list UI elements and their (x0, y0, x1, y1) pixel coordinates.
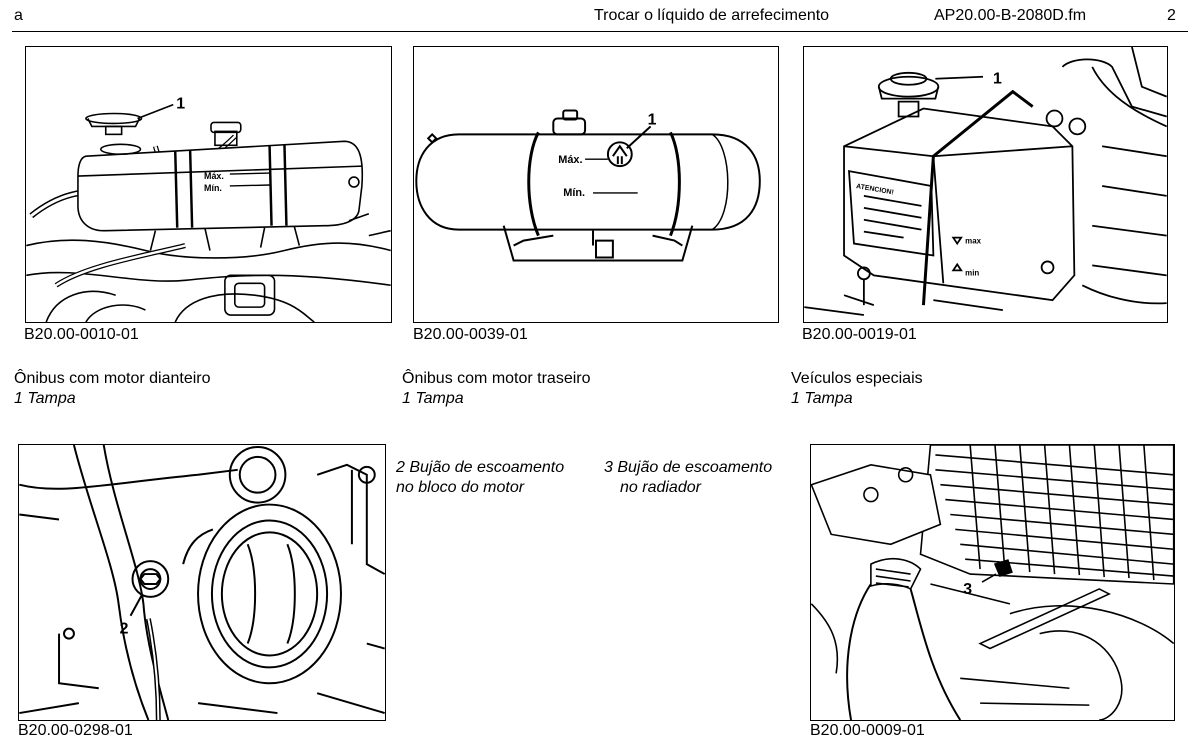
header-divider (12, 31, 1188, 32)
callout-3: 3 (963, 581, 972, 598)
caption-item: 1 Tampa (791, 390, 853, 407)
figure-id-1: B20.00-0010-01 (24, 326, 139, 343)
page-title: Trocar o líquido de arrefecimento (594, 7, 830, 24)
caption-item: 1 Tampa (14, 390, 76, 407)
section-letter: a (14, 7, 23, 24)
callout-1: 1 (176, 96, 185, 113)
caption-special-vehicles: Veículos especiais 1 Tampa (791, 369, 923, 409)
legend-item-3-line-2: no radiador (620, 479, 701, 496)
legend-item-2: 2 Bujão de escoamento no bloco do motor (396, 458, 564, 498)
caption-front-engine: Ônibus com motor dianteiro 1 Tampa (14, 369, 211, 409)
caption-title: Ônibus com motor dianteiro (14, 370, 211, 387)
rear-engine-tank-drawing: 1 Máx. Mín. (415, 109, 761, 262)
min-label: Mín. (563, 187, 585, 199)
callout-1: 1 (648, 111, 657, 128)
engine-block-drain-drawing: 2 (19, 445, 385, 720)
figure-front-engine-tank: 1 Máx. Mín. (25, 46, 392, 323)
callout-2: 2 (120, 621, 129, 638)
legend-item-3: 3 Bujão de escoamento no radiador (604, 458, 772, 498)
figure-rear-engine-tank: 1 Máx. Mín. (413, 46, 779, 323)
caption-title: Ônibus com motor traseiro (402, 370, 591, 387)
max-label: Máx. (558, 154, 582, 166)
caption-title: Veículos especiais (791, 370, 923, 387)
figure-radiator-drain: 3 (810, 444, 1175, 721)
page-number: 2 (1167, 7, 1176, 24)
figure-id-4: B20.00-0298-01 (18, 722, 133, 739)
figure-id-5: B20.00-0009-01 (810, 722, 925, 739)
figure-special-vehicle-tank: 1 ATENCION! max min (803, 46, 1168, 323)
front-engine-tank-drawing: 1 Máx. Mín. (26, 96, 391, 322)
legend-item-3-line-1: 3 Bujão de escoamento (604, 459, 773, 476)
max-label: Máx. (204, 171, 224, 181)
file-name: AP20.00-B-2080D.fm (934, 7, 1087, 24)
radiator-drain-drawing: 3 (811, 445, 1174, 720)
figure-id-3: B20.00-0019-01 (802, 326, 917, 343)
caption-rear-engine: Ônibus com motor traseiro 1 Tampa (402, 369, 591, 409)
figure-engine-block-drain: 2 (18, 444, 386, 721)
min-label: Mín. (204, 183, 222, 193)
legend-item-2-line-2: no bloco do motor (396, 479, 525, 496)
caption-item: 1 Tampa (402, 390, 464, 407)
max-label: max (965, 237, 981, 246)
special-vehicle-tank-drawing: 1 ATENCION! max min (804, 47, 1167, 316)
legend-item-2-line-1: 2 Bujão de escoamento (396, 459, 565, 476)
callout-1: 1 (993, 71, 1002, 88)
min-label: min (965, 268, 979, 277)
figure-id-2: B20.00-0039-01 (413, 326, 528, 343)
